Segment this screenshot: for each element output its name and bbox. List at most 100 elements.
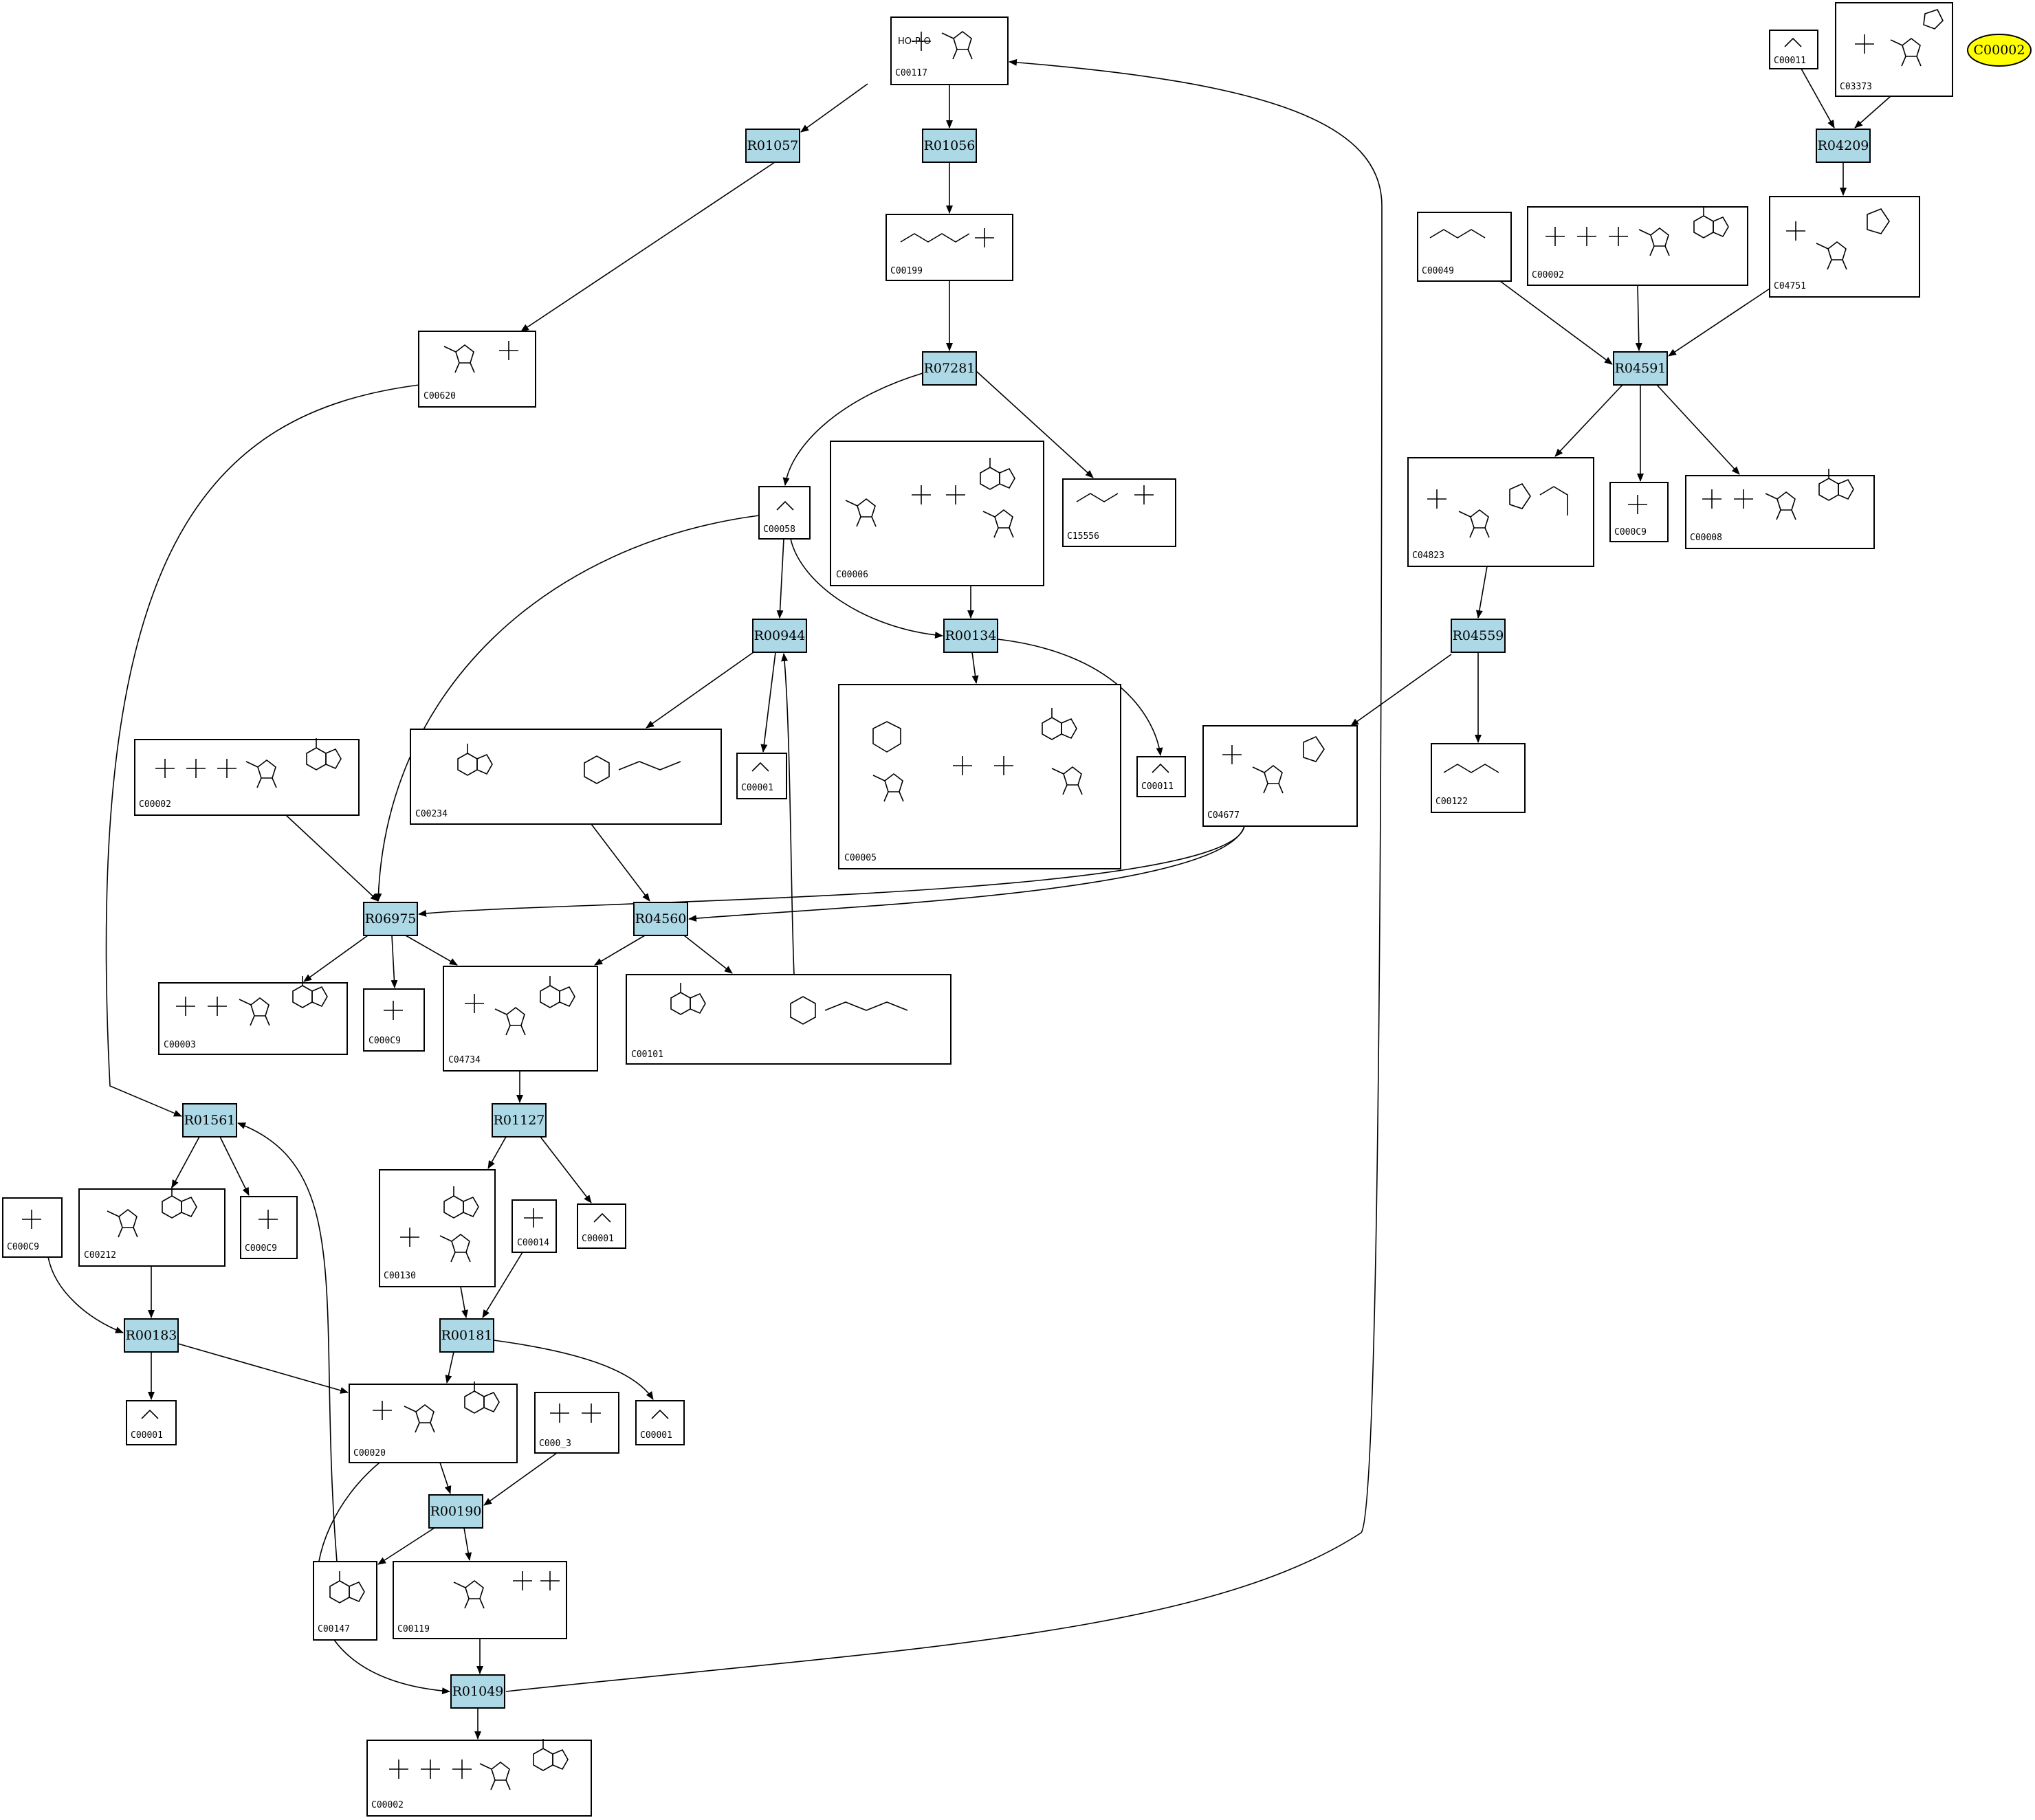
svg-text:C000C9: C000C9 <box>7 1242 39 1252</box>
compound-node[interactable]: C00008 <box>1685 468 1875 549</box>
compound-node[interactable]: C00212 <box>78 1186 226 1267</box>
svg-text:C00199: C00199 <box>890 266 923 276</box>
reaction-edge <box>1801 68 1835 129</box>
reaction-node[interactable]: R01056 <box>922 129 977 163</box>
svg-text:C00002: C00002 <box>139 799 171 810</box>
reaction-edge <box>976 370 1094 478</box>
reaction-node[interactable]: R04209 <box>1816 129 1871 163</box>
reaction-edge <box>47 1256 124 1333</box>
compound-node[interactable]: C00014 <box>512 1199 557 1253</box>
compound-node[interactable]: C00001 <box>126 1400 177 1445</box>
highlight-ellipse[interactable]: C00002 <box>1967 34 2032 67</box>
compound-node[interactable]: C00130 <box>379 1169 496 1287</box>
compound-node[interactable]: C00101 <box>626 974 952 1065</box>
compound-node[interactable]: C00058 <box>758 486 811 540</box>
svg-text:C000_3: C000_3 <box>539 1439 571 1449</box>
compound-node[interactable]: C000_3 <box>534 1392 619 1454</box>
reaction-node[interactable]: R01127 <box>492 1103 547 1138</box>
compound-node[interactable]: C00002 <box>134 737 360 816</box>
compound-node[interactable]: C00005 <box>838 684 1121 869</box>
compound-node[interactable]: C000C9 <box>1609 482 1669 542</box>
svg-text:C00014: C00014 <box>517 1238 549 1248</box>
compound-node[interactable]: C00620 <box>418 331 536 408</box>
reaction-node[interactable]: R00944 <box>752 619 807 653</box>
compound-node[interactable]: C03373 <box>1835 2 1953 97</box>
compound-node[interactable]: C04734 <box>443 966 598 1072</box>
reaction-edge <box>105 384 420 1117</box>
compound-node[interactable]: C00234 <box>410 729 722 825</box>
reaction-node[interactable]: R00181 <box>439 1318 494 1353</box>
svg-text:C00122: C00122 <box>1436 797 1468 807</box>
reaction-node[interactable]: R04559 <box>1451 619 1506 653</box>
compound-node[interactable]: C000C9 <box>240 1196 298 1259</box>
compound-node[interactable]: C00199 <box>886 214 1013 281</box>
compound-node[interactable]: C00147 <box>313 1561 377 1641</box>
compound-layer: HO-P-O C00117 C00199 C00620 C00058 C0000… <box>2 2 1953 1817</box>
compound-node[interactable]: C00002 <box>366 1738 592 1817</box>
compound-node[interactable]: C00001 <box>635 1400 685 1445</box>
svg-text:C04677: C04677 <box>1207 810 1240 821</box>
compound-node[interactable]: C00002 <box>1527 206 1748 286</box>
compound-node[interactable]: C15556 <box>1062 478 1176 547</box>
compound-node[interactable]: C00003 <box>158 975 348 1055</box>
compound-node[interactable]: C00001 <box>736 753 787 799</box>
svg-text:R07281: R07281 <box>924 361 976 376</box>
reaction-node[interactable]: R00183 <box>124 1318 179 1353</box>
reaction-edge <box>1350 654 1452 726</box>
svg-text:R04209: R04209 <box>1818 138 1869 153</box>
svg-text:R01056: R01056 <box>924 138 976 153</box>
svg-text:C00002: C00002 <box>1974 43 2025 58</box>
svg-text:R00181: R00181 <box>441 1328 493 1343</box>
svg-text:R01127: R01127 <box>494 1113 545 1128</box>
svg-text:C00130: C00130 <box>384 1271 416 1281</box>
reaction-edge <box>1854 96 1891 129</box>
reaction-node[interactable]: R06975 <box>363 902 418 936</box>
svg-text:R04560: R04560 <box>635 911 687 926</box>
compound-node[interactable]: C00011 <box>1769 30 1818 69</box>
reaction-node[interactable]: R01561 <box>182 1103 237 1138</box>
compound-node[interactable]: C00011 <box>1136 756 1186 797</box>
compound-node[interactable]: C00119 <box>393 1561 567 1639</box>
reaction-node[interactable]: R01057 <box>745 129 800 163</box>
reaction-node[interactable]: R00134 <box>943 619 998 653</box>
compound-node[interactable]: C00049 <box>1417 212 1512 282</box>
svg-text:C15556: C15556 <box>1067 531 1099 542</box>
reaction-edge <box>1635 285 1642 351</box>
compound-node[interactable]: HO-P-O C00117 <box>890 16 1009 85</box>
reaction-edge <box>594 935 646 966</box>
reaction-edge <box>790 538 943 639</box>
svg-text:R01561: R01561 <box>184 1113 236 1128</box>
reaction-edge <box>460 1286 468 1318</box>
reaction-node[interactable]: R04560 <box>633 902 688 936</box>
svg-text:R01057: R01057 <box>747 138 799 153</box>
reaction-edge <box>482 1252 523 1318</box>
compound-node[interactable]: C000C9 <box>2 1197 63 1258</box>
compound-node[interactable]: C04823 <box>1407 457 1594 567</box>
reaction-edge <box>781 653 795 975</box>
reaction-edge <box>463 1527 472 1561</box>
reaction-node[interactable]: R00190 <box>428 1494 483 1529</box>
reaction-edge <box>800 83 868 133</box>
svg-text:C00002: C00002 <box>371 1800 404 1810</box>
reaction-edge <box>1554 384 1623 457</box>
reaction-edge <box>375 515 760 902</box>
svg-text:R01049: R01049 <box>452 1684 504 1699</box>
reaction-edge <box>760 652 776 753</box>
svg-text:R04559: R04559 <box>1453 628 1504 643</box>
reaction-node[interactable]: R04591 <box>1613 351 1668 386</box>
reaction-node[interactable]: R07281 <box>922 351 977 386</box>
compound-node[interactable]: C00006 <box>830 441 1044 586</box>
svg-text:C00020: C00020 <box>353 1448 386 1458</box>
compound-node[interactable]: C00122 <box>1431 743 1526 813</box>
svg-text:C00005: C00005 <box>844 853 877 863</box>
compound-node[interactable]: C00001 <box>577 1203 626 1249</box>
reaction-edge <box>591 823 650 902</box>
compound-node[interactable]: C04751 <box>1769 196 1920 298</box>
compound-node[interactable]: C000C9 <box>363 988 425 1052</box>
compound-node[interactable]: C04677 <box>1202 725 1358 827</box>
reaction-edge <box>505 58 1383 1692</box>
compound-node[interactable]: C00020 <box>349 1381 518 1463</box>
reaction-node[interactable]: R01049 <box>450 1674 505 1709</box>
reaction-edge <box>177 1343 349 1394</box>
